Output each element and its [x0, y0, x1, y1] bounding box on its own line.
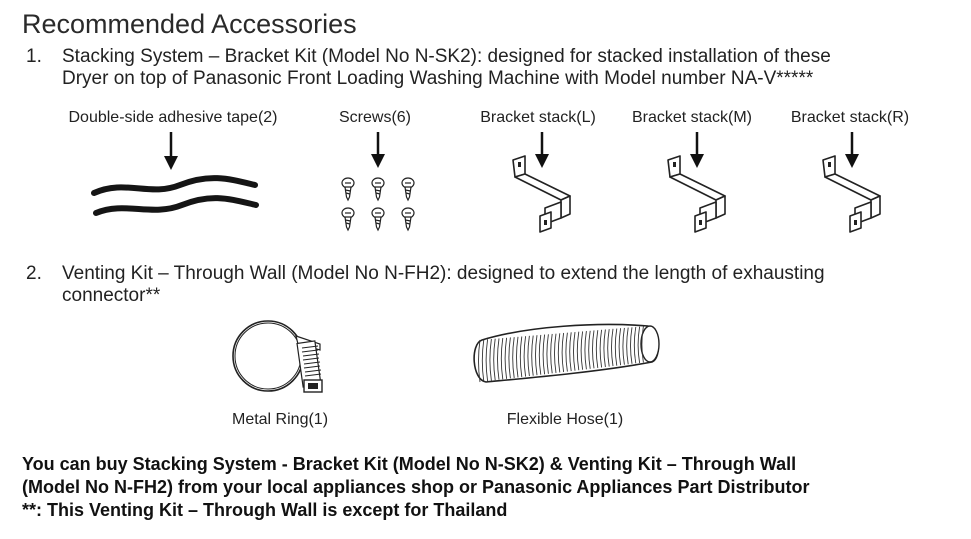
screws-icon [341, 177, 415, 231]
item-1-number: 1. [26, 46, 42, 67]
metal-ring-icon [232, 320, 323, 393]
arrow-down-icon [371, 132, 385, 168]
part-label-bracket-r: Bracket stack(R) [790, 109, 910, 126]
footer-line-2: (Model No N-FH2) from your local applian… [22, 477, 810, 497]
item-2-number: 2. [26, 263, 42, 284]
arrow-down-icon [845, 132, 859, 168]
adhesive-tape-icon [91, 175, 259, 216]
part-label-adhesive-tape: Double-side adhesive tape(2) [68, 109, 278, 126]
item-2-description-line1: Venting Kit – Through Wall (Model No N-F… [62, 263, 825, 284]
bracket-icon [512, 155, 571, 233]
bracket-icon [667, 155, 726, 233]
item-2-description-line2: connector** [62, 285, 161, 306]
footer-line-1: You can buy Stacking System - Bracket Ki… [22, 454, 797, 474]
arrow-down-icon [164, 132, 178, 170]
part-label-flexible-hose: Flexible Hose(1) [506, 411, 624, 428]
item-1-description-line2: Dryer on top of Panasonic Front Loading … [62, 68, 814, 89]
part-label-metal-ring: Metal Ring(1) [231, 411, 329, 428]
page-title: Recommended Accessories [22, 9, 357, 39]
part-label-bracket-l: Bracket stack(L) [480, 109, 596, 126]
item-1-description-line1: Stacking System – Bracket Kit (Model No … [62, 46, 831, 67]
part-label-screws: Screws(6) [338, 109, 411, 126]
flexible-hose-icon [473, 323, 660, 383]
part-label-bracket-m: Bracket stack(M) [631, 109, 752, 126]
arrow-down-icon [690, 132, 704, 168]
footer-line-3: **: This Venting Kit – Through Wall is e… [22, 500, 508, 520]
arrow-down-icon [535, 132, 549, 168]
bracket-icon [822, 155, 881, 233]
